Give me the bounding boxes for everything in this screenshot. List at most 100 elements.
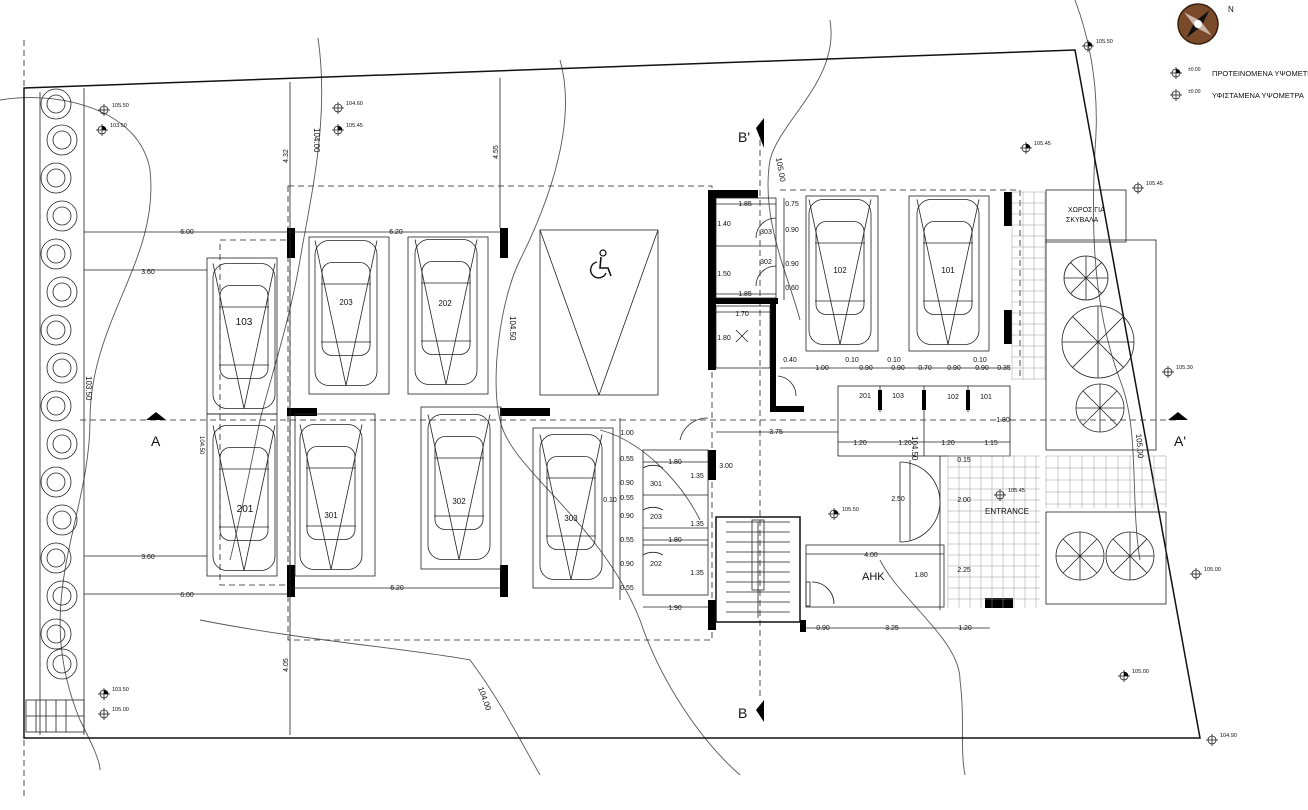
car-icon — [212, 263, 276, 409]
entrance-label: ENTRANCE — [985, 507, 1029, 516]
dim-label: 0.10 — [603, 497, 617, 504]
car-icon — [808, 199, 872, 345]
dim-label: 0.40 — [783, 357, 797, 364]
level-marker — [332, 124, 344, 136]
level-marker — [98, 688, 110, 700]
dim-label: 1.00 — [620, 430, 634, 437]
level-marker — [1190, 568, 1202, 580]
shrub-icon — [46, 352, 78, 384]
parking-number: 103 — [236, 317, 253, 328]
storage-block-right — [777, 375, 1011, 457]
level-value: 104.60 — [346, 101, 363, 107]
dim-label: 4.55 — [493, 145, 500, 159]
storage-block-top — [715, 197, 777, 369]
level-marker — [332, 102, 344, 114]
dim-label: 0.90 — [620, 513, 634, 520]
storage-number: 301 — [650, 481, 662, 488]
shrub-icon — [40, 390, 72, 422]
dim-label: 0.90 — [785, 261, 799, 268]
level-value: 105.50 — [1096, 39, 1113, 45]
dim-label: 3.25 — [885, 625, 899, 632]
shrub-icon — [46, 580, 78, 612]
dim-label: 0.55 — [620, 456, 634, 463]
level-value: 105.45 — [1034, 141, 1051, 147]
accessible-parking-bay — [539, 229, 659, 396]
dim-label: 3.75 — [769, 429, 783, 436]
storage-number: 103 — [892, 393, 904, 400]
dim-label: 3.60 — [141, 554, 155, 561]
ahk-label: AHK — [862, 571, 885, 583]
parking-number: 303 — [564, 514, 578, 523]
dim-label: 0.90 — [816, 625, 830, 632]
contour-label: 104.50 — [508, 316, 517, 341]
parking-number: 201 — [237, 504, 254, 515]
storage-block-left — [642, 417, 709, 596]
shrub-row — [40, 88, 78, 680]
section-a-prime-label: A' — [1174, 433, 1186, 449]
dim-label: 1.00 — [815, 365, 829, 372]
car-icon — [916, 199, 980, 345]
tree-icon — [1063, 255, 1109, 301]
dim-label: 1.15 — [984, 440, 998, 447]
contour-label: 105.00 — [774, 157, 787, 183]
dim-label: 1.85 — [738, 291, 752, 298]
level-marker — [96, 124, 108, 136]
paved-entrance — [947, 191, 1167, 608]
car-icon — [427, 414, 491, 560]
dim-label: 1.70 — [735, 311, 749, 318]
dim-label: 1.20 — [853, 440, 867, 447]
section-b-label: B — [738, 705, 747, 721]
shrub-icon — [40, 162, 72, 194]
bins-label-2: ΣΚΥΒΑΛΑ — [1066, 217, 1099, 224]
level-marker — [1162, 366, 1174, 378]
trees-right — [1055, 255, 1155, 581]
dim-label: 0.90 — [620, 480, 634, 487]
legend-proposed-label: ΠΡΟΤΕΙΝΟΜΕΝΑ ΥΨΟΜΕΤΡΑ — [1212, 69, 1308, 78]
tree-icon — [1075, 383, 1125, 433]
dim-label: 1.80 — [996, 417, 1010, 424]
dim-label: 0.10 — [845, 357, 859, 364]
dim-label: 1.20 — [958, 625, 972, 632]
level-value: 103.50 — [112, 687, 129, 693]
shrub-icon — [40, 542, 72, 574]
dim-label: 0.55 — [620, 495, 634, 502]
dim-label: 1.35 — [690, 570, 704, 577]
dim-label: 4.05 — [283, 658, 290, 672]
dim-label: 1.40 — [717, 221, 731, 228]
entrance-doors — [899, 456, 941, 610]
bins-label-1: ΧΩΡΟΣ ΓΙΑ — [1068, 207, 1105, 214]
dim-label: 4.00 — [864, 552, 878, 559]
dim-label: 0.35 — [997, 365, 1011, 372]
dim-label: 0.15 — [957, 457, 971, 464]
level-value: 105.50 — [842, 507, 859, 513]
dim-label: 0.90 — [859, 365, 873, 372]
parking-bays — [206, 195, 990, 589]
level-marker — [1206, 734, 1218, 746]
shrub-icon — [40, 238, 72, 270]
section-b-prime-label: B' — [738, 129, 750, 145]
dim-label: 1.20 — [898, 440, 912, 447]
legend-existing-label: ΥΦΙΣΤΑΜΕΝΑ ΥΨΟΜΕΤΡΑ — [1212, 91, 1304, 100]
dim-label: 6.20 — [389, 229, 403, 236]
level-value: 105.00 — [1204, 567, 1221, 573]
compass-north-label: N — [1228, 5, 1234, 14]
contour-lines — [0, 0, 1141, 776]
level-marker — [1020, 142, 1032, 154]
level-value: 105.30 — [1176, 365, 1193, 371]
section-markers — [146, 118, 1188, 722]
dim-label: 6.00 — [180, 592, 194, 599]
level-value: 105.00 — [112, 707, 129, 713]
dim-label: 1.35 — [690, 521, 704, 528]
contour-label: 104.50 — [910, 436, 919, 461]
dim-label: 1.80 — [717, 335, 731, 342]
level-marker — [98, 708, 110, 720]
shrub-icon — [46, 504, 78, 536]
dim-label: 0.70 — [918, 365, 932, 372]
contour-label: 105.00 — [1134, 433, 1145, 459]
storage-number: 102 — [947, 394, 959, 401]
dim-label: 1.80 — [914, 572, 928, 579]
wheelchair-icon — [589, 249, 612, 279]
dim-label: 6.00 — [180, 229, 194, 236]
tree-icon — [1055, 531, 1105, 581]
level-marker — [828, 508, 840, 520]
